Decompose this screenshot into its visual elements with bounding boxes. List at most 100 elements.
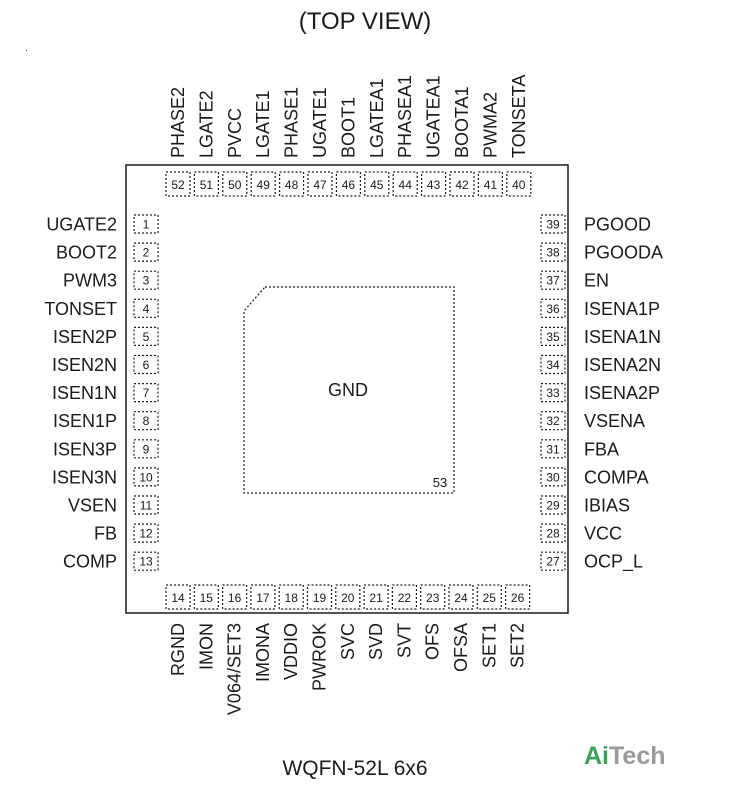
pin-box xyxy=(250,171,276,197)
pin-name: SET1 xyxy=(479,623,499,668)
pin-box xyxy=(540,411,566,431)
pin-name: ISENA2P xyxy=(584,383,660,403)
pin-name: IMON xyxy=(196,623,216,670)
pin-number: 2 xyxy=(143,246,150,260)
pins-layer: 1UGATE22BOOT23PWM34TONSET5ISEN2P6ISEN2N7… xyxy=(44,75,663,715)
pin-number: 5 xyxy=(143,330,150,344)
pin-number: 1 xyxy=(143,218,150,232)
exposed-pad-outline xyxy=(243,286,455,494)
pin-name: FB xyxy=(94,524,117,544)
pin-number: 32 xyxy=(546,414,560,428)
pin-number: 4 xyxy=(143,302,150,316)
pin-name: ISENA2N xyxy=(584,355,661,375)
logo-part-2: Tech xyxy=(609,742,666,770)
pin-box xyxy=(193,584,219,610)
pin-box xyxy=(133,523,159,543)
pin-name: IMONA xyxy=(253,623,273,682)
pin-name: PGOOD xyxy=(584,215,651,235)
pin-name: PWROK xyxy=(310,623,330,691)
pin-name: SVT xyxy=(394,623,414,658)
pin-number: 47 xyxy=(313,178,327,192)
pin-name: COMPA xyxy=(584,467,649,487)
pin-box xyxy=(193,171,219,197)
pin-box xyxy=(363,584,389,610)
pin-name: UGATE2 xyxy=(46,215,117,235)
pin-number: 12 xyxy=(139,527,153,541)
pin-name: VSENA xyxy=(584,411,645,431)
pin-box xyxy=(335,171,361,197)
pin-name: OFSA xyxy=(451,623,471,672)
pin-name: COMP xyxy=(63,552,117,572)
pin-name: PWM3 xyxy=(63,271,117,291)
pin-box xyxy=(307,171,333,197)
pin-number: 16 xyxy=(228,591,242,605)
pin-box xyxy=(133,298,159,318)
pin-box xyxy=(540,214,566,234)
pin-box xyxy=(449,171,475,197)
diagram-title: (TOP VIEW) xyxy=(298,8,432,35)
pin-number: 41 xyxy=(484,178,498,192)
pin-number: 27 xyxy=(546,555,560,569)
pin-name: UGATE1 xyxy=(310,87,330,158)
pin-number: 44 xyxy=(399,178,413,192)
pin-name: VCC xyxy=(584,524,622,544)
pin-name: IBIAS xyxy=(584,496,630,516)
pin-number: 22 xyxy=(398,591,412,605)
pin-name: OFS xyxy=(423,623,443,660)
pin-name: SET2 xyxy=(508,623,528,668)
pin-box xyxy=(165,171,191,197)
pin-box xyxy=(133,383,159,403)
pin-box xyxy=(421,171,447,197)
pin-number: 15 xyxy=(200,591,214,605)
pin-box xyxy=(505,584,531,610)
pin-box xyxy=(540,270,566,290)
pin-number: 34 xyxy=(546,358,560,372)
pin-box xyxy=(133,551,159,571)
pin-box xyxy=(335,584,361,610)
pin-name: PHASE1 xyxy=(282,87,302,158)
pin-number: 18 xyxy=(285,591,299,605)
pin-name: PHASEA1 xyxy=(395,75,415,158)
pin-box xyxy=(448,584,474,610)
package-body xyxy=(125,164,569,614)
pin-number: 29 xyxy=(546,499,560,513)
pin-box xyxy=(540,523,566,543)
pin-number: 40 xyxy=(512,178,526,192)
pin-number: 10 xyxy=(139,470,153,484)
pin-number: 8 xyxy=(143,414,150,428)
pin-name: ISEN2P xyxy=(53,327,117,347)
pin-box xyxy=(540,298,566,318)
pin-box xyxy=(133,411,159,431)
pin-box xyxy=(306,584,333,610)
pin-number: 23 xyxy=(426,591,440,605)
pin-number: 36 xyxy=(546,302,560,316)
pin-number: 26 xyxy=(511,591,525,605)
pin-name: PVCC xyxy=(225,108,245,158)
stray-dot xyxy=(26,50,27,51)
pin-box xyxy=(540,551,566,571)
pin-number: 13 xyxy=(139,555,153,569)
pin-number: 46 xyxy=(342,178,356,192)
pin-number: 17 xyxy=(256,591,270,605)
pin-box xyxy=(133,354,159,375)
pin-name: LGATEA1 xyxy=(367,78,387,158)
pin-name: BOOTA1 xyxy=(452,86,472,158)
pin-name: VSEN xyxy=(68,496,117,516)
pin-name: PWMA2 xyxy=(480,92,500,158)
pin-box xyxy=(250,584,276,610)
pin-box xyxy=(540,439,566,459)
pin-number: 24 xyxy=(454,591,468,605)
pin-box xyxy=(364,171,390,197)
pin-box xyxy=(540,354,566,375)
pin-name: ISENA1P xyxy=(584,299,660,319)
pin-box xyxy=(133,242,159,262)
pin-name: LGATE1 xyxy=(253,90,273,158)
pin-box xyxy=(477,171,503,197)
pin-number: 19 xyxy=(313,591,327,605)
pin-box xyxy=(279,171,305,197)
pin-name: TONSETA xyxy=(509,75,529,158)
pin-name: ISENA1N xyxy=(584,327,661,347)
pin-name: V064/SET3 xyxy=(225,623,245,715)
pin-number: 52 xyxy=(171,178,185,192)
